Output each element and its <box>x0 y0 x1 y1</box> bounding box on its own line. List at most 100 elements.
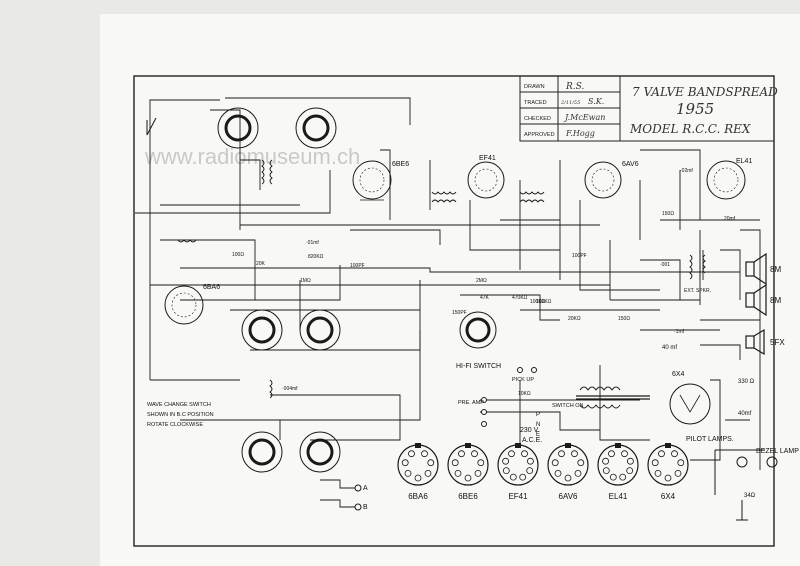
base-pin <box>519 473 527 481</box>
base-pin <box>458 450 465 458</box>
base-pin <box>509 473 517 481</box>
base-label: EL41 <box>609 492 628 501</box>
base-diagram-6av6: 6AV6 <box>547 443 589 501</box>
base-label: 6X4 <box>661 492 676 501</box>
wafer-switches <box>217 107 497 473</box>
base-pin <box>654 469 662 477</box>
base-pin <box>502 467 510 475</box>
r-47k-label: 47K <box>480 295 490 301</box>
coils <box>177 159 706 399</box>
base-pin <box>424 469 432 477</box>
r-34-label: 34Ω <box>744 493 756 499</box>
bezel-lamp-label: BEZEL LAMP <box>756 448 799 455</box>
wiring <box>135 97 761 508</box>
base-pin <box>526 467 534 475</box>
base-pin <box>627 457 634 465</box>
base-pin <box>651 459 659 467</box>
r-100k-2-label: 100KΩ <box>536 299 552 305</box>
base-pin <box>414 474 422 482</box>
note-line-3: ROTATE CLOCKWISE <box>147 422 203 428</box>
valve-6be6: 6BE6 <box>352 160 409 201</box>
base-pin <box>551 459 559 467</box>
base-pin <box>671 450 678 458</box>
note-line-2: SHOWN IN B.C POSITION <box>147 412 214 418</box>
speaker-8m-2-label: 8M <box>770 296 781 305</box>
pilot-lamps-label: PILOT LAMPS. <box>686 436 734 443</box>
antenna-b-label: B <box>363 504 368 511</box>
switch-on-label: SWITCH ON <box>552 403 583 409</box>
traced-date: 2/11/55 <box>560 100 580 106</box>
traced-label: TRACED <box>524 100 547 106</box>
base-pin <box>574 469 582 477</box>
base-key <box>565 443 571 448</box>
mains-p: P <box>536 412 540 418</box>
base-label: 6BE6 <box>458 492 478 501</box>
base-pin <box>664 474 672 482</box>
r-20k-b-label: 20K <box>256 261 266 267</box>
r-1m-label: 1MΩ <box>300 278 311 284</box>
base-pin <box>609 473 617 481</box>
base-diagram-6ba6: 6BA6 <box>397 443 439 501</box>
valve-el41: EL41 <box>706 158 752 200</box>
mains-n: N <box>536 422 540 428</box>
pre-amp-label: PRE. AMP <box>458 400 484 406</box>
base-pin <box>477 459 485 467</box>
speaker-5fx <box>745 328 765 356</box>
base-key <box>515 443 521 448</box>
base-pin <box>608 450 615 458</box>
base-pin <box>626 467 634 475</box>
valve-6av6: 6AV6 <box>584 161 639 199</box>
base-pin <box>454 469 462 477</box>
wave-switch-lever <box>146 117 157 136</box>
base-pin <box>621 450 628 458</box>
base-key <box>465 443 471 448</box>
valve-6ba6: 6BA6 <box>164 284 220 325</box>
ext-spkr-label: EXT. SPKR. <box>684 288 711 294</box>
drawn-signature: R.S. <box>565 82 584 92</box>
base-pin <box>564 474 572 482</box>
mains-ace: A.C.E. <box>522 437 542 444</box>
base-key <box>415 443 421 448</box>
base-label: EF41 <box>508 492 528 501</box>
checked-signature: J.McEwan <box>563 113 605 122</box>
title-block <box>519 75 775 142</box>
title-line: 7 VALVE BANDSPREAD <box>632 85 778 99</box>
checked-label: CHECKED <box>524 116 551 122</box>
c-100pf-2-label: 100PF <box>572 253 587 259</box>
drawn-label: DRAWN <box>524 84 545 90</box>
r-150-label: 150Ω <box>618 316 630 322</box>
c-150pf-label: 150PF <box>452 310 467 316</box>
r-10k-label: 10KΩ <box>518 391 531 397</box>
base-pin <box>464 474 472 482</box>
base-pin <box>474 469 482 477</box>
c-1mf-label: ·1mf <box>674 329 685 335</box>
r-100k-1-label: 100KΩ <box>530 299 546 305</box>
c-40mf-2-label: 40mf <box>738 411 752 417</box>
valve-6ba6-label: 6BA6 <box>203 284 220 291</box>
base-pin <box>521 450 528 458</box>
note-line-1: WAVE CHANGE SWITCH <box>147 402 211 408</box>
base-pin <box>508 450 515 458</box>
mains-voltage: 230 V. <box>520 427 540 434</box>
mains-e: E <box>536 432 540 438</box>
drawing-border <box>133 75 775 547</box>
title-model: MODEL R.C.C. REX <box>629 122 751 136</box>
c-001-label: ·001 <box>660 262 670 268</box>
valve-ef41: EF41 <box>467 155 505 199</box>
traced-signature: S.K. <box>588 97 604 106</box>
r-330-label: 330 Ω <box>738 379 755 385</box>
r-100-b-label: 100Ω <box>232 252 244 258</box>
speaker-8m-1 <box>745 252 767 286</box>
c-100pf-1-label: 100PF <box>350 263 365 269</box>
c-40mf-1-label: 40 mf <box>662 345 677 351</box>
hifi-switch-label: HI-FI SWITCH <box>456 363 501 370</box>
valve-6x4: 6X4 <box>669 371 711 425</box>
valve-6av6-label: 6AV6 <box>622 161 639 168</box>
c-20mf-label: 20mf <box>724 216 736 222</box>
speaker-5fx-label: 5FX <box>770 338 785 347</box>
base-diagram-6x4: 6X4 <box>647 443 689 501</box>
base-diagram-ef41: EF41 <box>497 443 539 501</box>
valve-6x4-label: 6X4 <box>672 371 685 378</box>
base-pin <box>527 457 534 465</box>
r-150b-label: 150Ω <box>662 211 674 217</box>
